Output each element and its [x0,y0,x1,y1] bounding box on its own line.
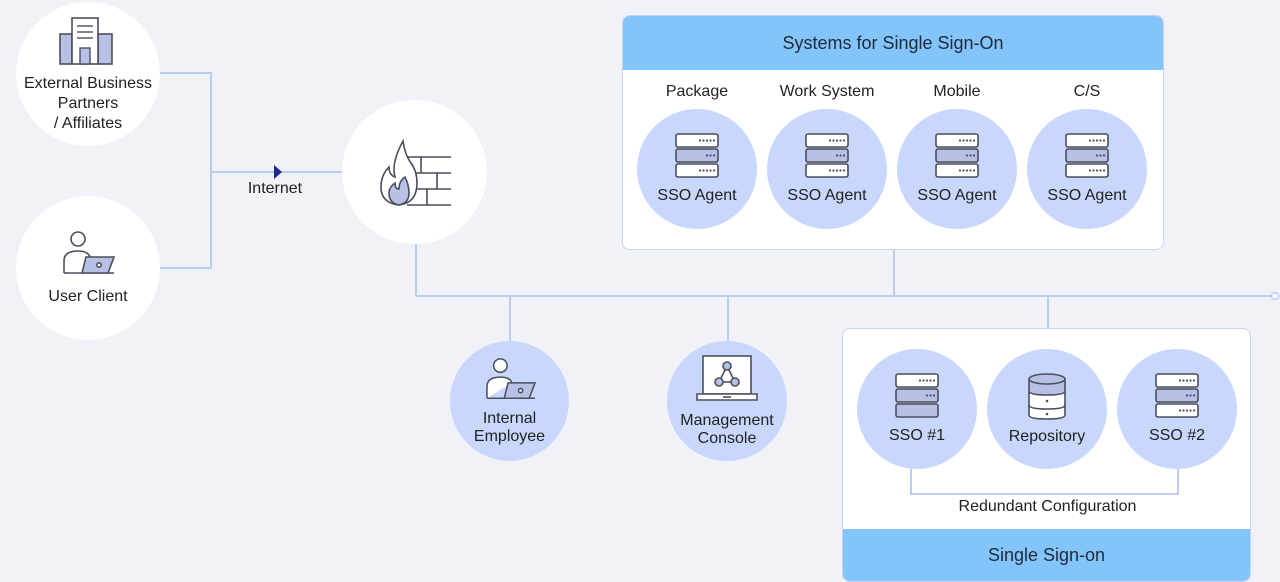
arrow-right-icon [274,165,282,179]
sso-agent-label: SSO Agent [657,187,737,204]
laptop-network-icon [696,355,758,401]
server-icon [895,373,939,418]
user-client-node: User Client [16,196,160,340]
column-label-cs: C/S [1073,83,1101,100]
server-icon [675,133,719,178]
external-label-line-3: / Affiliates [53,115,123,132]
firewall-node [342,100,487,244]
user-laptop-icon [63,231,116,274]
sso-systems-title: Systems for Single Sign-On [623,16,1163,70]
redundant-configuration-label: Redundant Configuration [958,498,1137,515]
sso-server-2: SSO #2 [1117,349,1237,469]
database-icon [1028,373,1066,420]
sso-agent-package: SSO Agent [637,109,757,229]
column-label-package: Package [665,83,729,100]
management-console-label-line-2: Console [697,430,757,447]
internal-employee-label-line-1: Internal [482,410,537,427]
sso-agent-label: SSO Agent [787,187,867,204]
external-to-internet-line [160,72,212,172]
column-label-work-system: Work System [779,83,875,100]
sso-server-2-label: SSO #2 [1148,427,1206,444]
server-icon [935,133,979,178]
repository-node: Repository [987,349,1107,469]
user-laptop-icon [485,358,536,400]
internal-employee-label-line-2: Employee [473,428,546,445]
management-console-node: Management Console [667,341,787,461]
internal-employee-node: Internal Employee [450,341,569,461]
sso-agent-work-system: SSO Agent [767,109,887,229]
repository-label: Repository [1008,428,1086,445]
server-icon [1155,373,1199,418]
sso-agent-mobile: SSO Agent [897,109,1017,229]
user-to-internet-line [160,172,212,269]
sso-server-1-label: SSO #1 [888,427,946,444]
management-console-label-line-1: Management [680,412,774,429]
external-label-line-1: External Business [23,75,153,92]
user-client-label: User Client [48,288,128,305]
sso-agent-label: SSO Agent [1047,187,1127,204]
column-label-mobile: Mobile [933,83,981,100]
internet-label: Internet [247,180,303,197]
sso-agent-label: SSO Agent [917,187,997,204]
building-icon [59,17,113,65]
server-icon [1065,133,1109,178]
external-partners-node: External Business Partners / Affiliates [16,2,160,146]
single-sign-on-title: Single Sign-on [843,529,1250,581]
backbone-end-dot [1270,291,1280,301]
server-icon [805,133,849,178]
firewall-icon [379,138,451,206]
sso-agent-cs: SSO Agent [1027,109,1147,229]
sso-server-1: SSO #1 [857,349,977,469]
external-label-line-2: Partners [57,95,119,112]
